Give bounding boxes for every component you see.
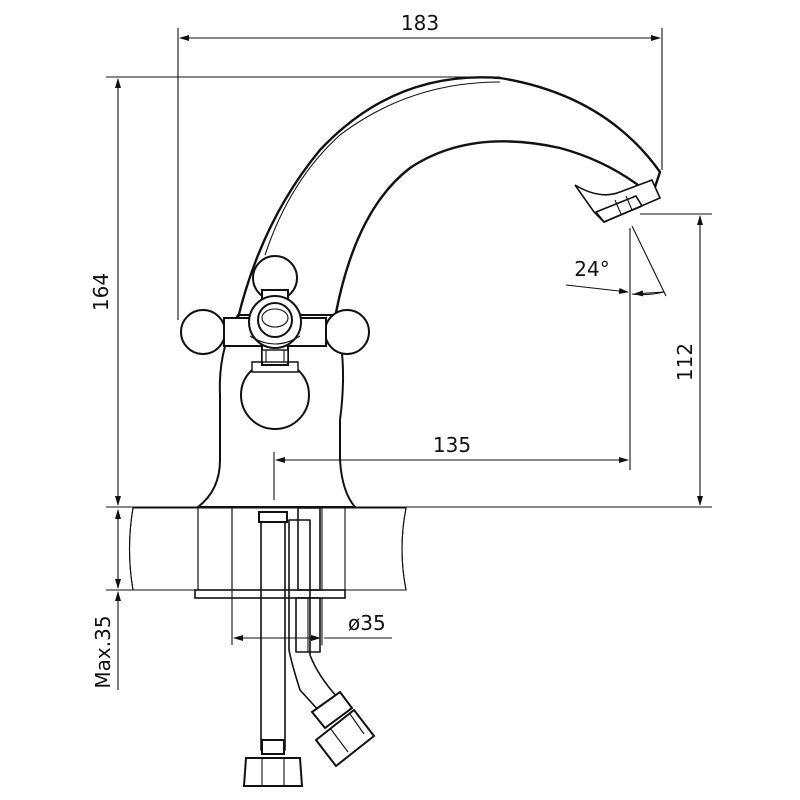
- dimension-spout-reach: 135: [273, 228, 631, 500]
- dimension-overall-height: 164: [89, 76, 500, 508]
- dimension-overall-width: 183: [177, 11, 663, 320]
- spout-height-label: 112: [673, 343, 697, 381]
- spout-angle-label: 24°: [574, 257, 609, 281]
- cross-handle: [180, 255, 370, 430]
- overall-height-label: 164: [89, 273, 113, 311]
- dimension-hole-diameter: ø35: [231, 590, 392, 645]
- flex-hose-left: [242, 511, 304, 787]
- overall-width-label: 183: [401, 11, 439, 35]
- flex-hose-right: [288, 519, 376, 768]
- max-thickness-label: Max.35: [91, 615, 115, 688]
- dimension-spout-height: 112: [355, 213, 712, 508]
- dimension-max-thickness: Max.35: [91, 509, 195, 690]
- dimension-spout-angle: 24°: [565, 225, 667, 297]
- spout-reach-label: 135: [433, 433, 471, 457]
- hole-diameter-label: ø35: [348, 611, 386, 635]
